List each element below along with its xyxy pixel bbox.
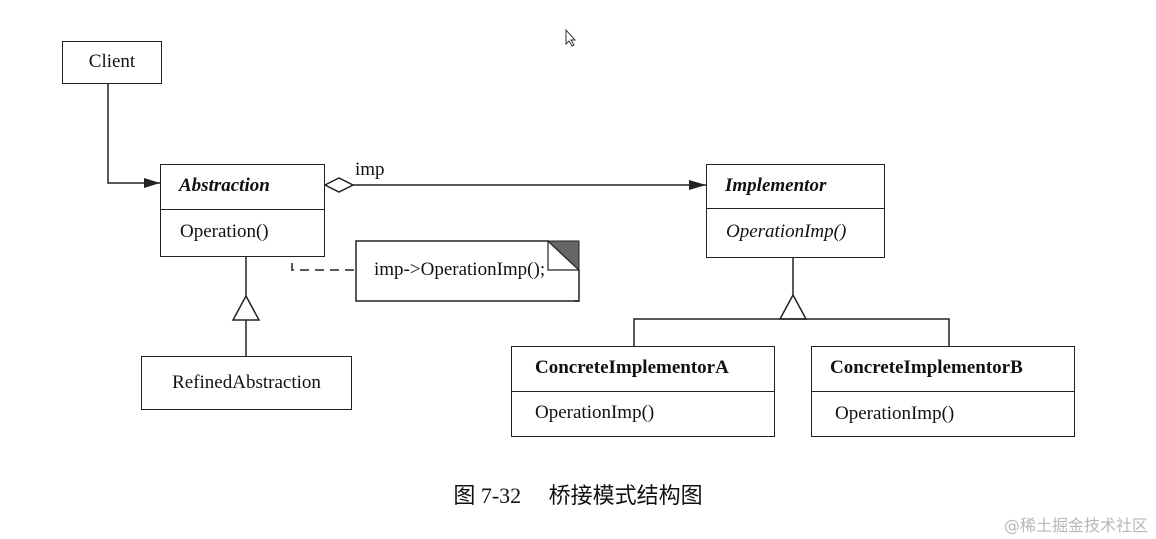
cursor-icon [565,28,577,47]
implementor-class-name: Implementor [725,175,827,196]
concrete-implementor-a-divider [512,391,774,392]
client-association-arrowhead [144,178,160,188]
refined-abstraction-class[interactable]: RefinedAbstraction [141,356,352,410]
abstraction-class-name: Abstraction [179,175,270,196]
client-class[interactable]: Client [62,41,162,84]
concrete-implementor-b-operation: OperationImp() [835,403,955,424]
implementor-class[interactable]: Implementor OperationImp() [706,164,885,258]
concrete-implementor-a-name: ConcreteImplementorA [535,357,729,378]
abstraction-class[interactable]: Abstraction Operation() [160,164,325,257]
refined-abstraction-class-name: RefinedAbstraction [172,372,321,393]
abstraction-operation: Operation() [180,221,269,242]
abstraction-divider [161,209,324,210]
client-class-name: Client [88,51,136,72]
implementor-inheritance-triangle [778,293,808,320]
implementor-operation: OperationImp() [726,221,847,242]
implementor-inheritance-branch [633,318,950,346]
note-dashed-link [291,233,355,271]
concrete-implementor-b-class[interactable]: ConcreteImplementorB OperationImp() [811,346,1075,437]
concrete-implementor-b-divider [812,391,1074,392]
note-text: imp->OperationImp(); [374,259,546,280]
watermark: @稀土掘金技术社区 [1003,516,1148,535]
aggregation-diamond [323,177,355,193]
concrete-implementor-b-name: ConcreteImplementorB [830,357,1023,378]
concrete-implementor-a-class[interactable]: ConcreteImplementorA OperationImp() [511,346,775,437]
association-label: imp [355,159,385,180]
implementor-divider [707,208,884,209]
figure-caption: 图 7-32 桥接模式结构图 [453,483,703,508]
refined-inheritance-triangle [231,294,261,321]
note-shape [355,240,580,302]
code-note: imp->OperationImp(); [355,240,580,302]
client-abstraction-association [107,83,160,184]
concrete-implementor-a-operation: OperationImp() [535,402,655,423]
aggregation-arrowhead [689,180,706,190]
